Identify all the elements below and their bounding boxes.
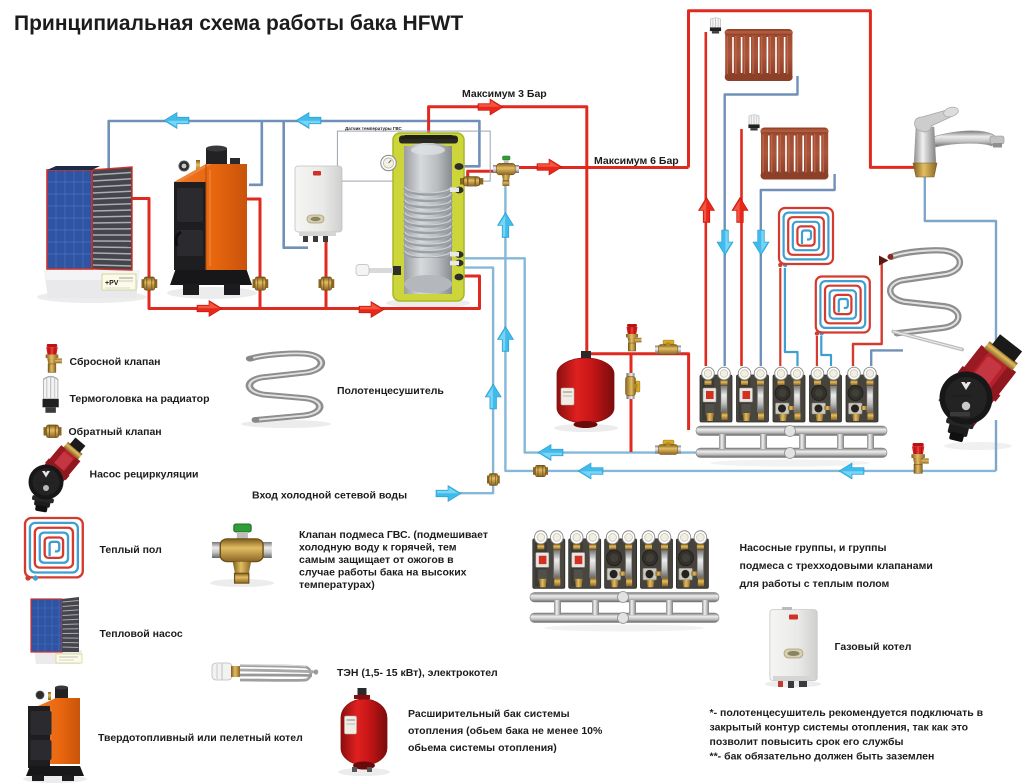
- svg-text:Газовый котел: Газовый котел: [835, 641, 912, 653]
- svg-text:Вход холодной сетевой воды: Вход холодной сетевой воды: [252, 490, 407, 502]
- svg-text:для работы с теплым полом: для работы с теплым полом: [740, 578, 890, 590]
- svg-text:**- бак обязательно должен быт: **- бак обязательно должен быть заземлен: [710, 751, 935, 763]
- svg-text:*- полотенцесушитель рекоменду: *- полотенцесушитель рекомендуется подкл…: [710, 707, 984, 719]
- svg-text:Сбросной клапан: Сбросной клапан: [70, 356, 161, 368]
- svg-text:Теплый пол: Теплый пол: [100, 544, 162, 556]
- svg-text:Принципиальная схема работы ба: Принципиальная схема работы бака HFWT: [14, 12, 463, 35]
- svg-text:GRUNDFOS: GRUNDFOS: [952, 394, 973, 398]
- svg-text:Максимум 6 Бар: Максимум 6 Бар: [594, 155, 679, 167]
- svg-text:Датчик температуры ГВС: Датчик температуры ГВС: [345, 126, 402, 131]
- svg-text:GRUNDFOS: GRUNDFOS: [37, 481, 54, 485]
- svg-text:Полотенцесушитель: Полотенцесушитель: [337, 385, 444, 397]
- svg-text:Максимум 3 Бар: Максимум 3 Бар: [462, 88, 547, 100]
- svg-text:Обратный клапан: Обратный клапан: [69, 426, 162, 438]
- svg-text:обьема системы отопления): обьема системы отопления): [408, 742, 557, 754]
- svg-text:позволит повысить срок его слу: позволит повысить срок его службы: [710, 736, 904, 748]
- svg-text:Твердотопливный или пелетный к: Твердотопливный или пелетный котел: [98, 732, 303, 744]
- svg-text:+PV: +PV: [105, 280, 119, 287]
- svg-text:Расширительный бак системы: Расширительный бак системы: [408, 708, 570, 720]
- svg-text:закрытый контур системы отопле: закрытый контур системы отопления, так к…: [710, 722, 969, 734]
- svg-text:Насосные группы, и группы: Насосные группы, и группы: [740, 542, 887, 554]
- svg-text:Термоголовка на радиатор: Термоголовка на радиатор: [70, 393, 210, 405]
- svg-text:случае работы бака на высоких: случае работы бака на высоких: [299, 567, 467, 579]
- svg-text:подмеса с трехходовыми клапана: подмеса с трехходовыми клапанами: [740, 560, 933, 572]
- svg-text:отопления (обьем бака не менее: отопления (обьем бака не менее 10%: [408, 725, 603, 737]
- svg-text:ТЭН (1,5- 15 кВт), электрокоте: ТЭН (1,5- 15 кВт), электрокотел: [337, 667, 498, 679]
- svg-text:температурах): температурах): [299, 579, 375, 591]
- svg-text:Тепловой насос: Тепловой насос: [100, 628, 183, 640]
- svg-text:Насос рециркуляции: Насос рециркуляции: [90, 469, 199, 481]
- svg-text:Клапан подмеса ГВС. (подмешива: Клапан подмеса ГВС. (подмешивает: [299, 529, 488, 541]
- svg-text:самым защищает от ожогов в: самым защищает от ожогов в: [299, 554, 454, 566]
- svg-text:холодную воду к горячей, тем: холодную воду к горячей, тем: [299, 542, 457, 554]
